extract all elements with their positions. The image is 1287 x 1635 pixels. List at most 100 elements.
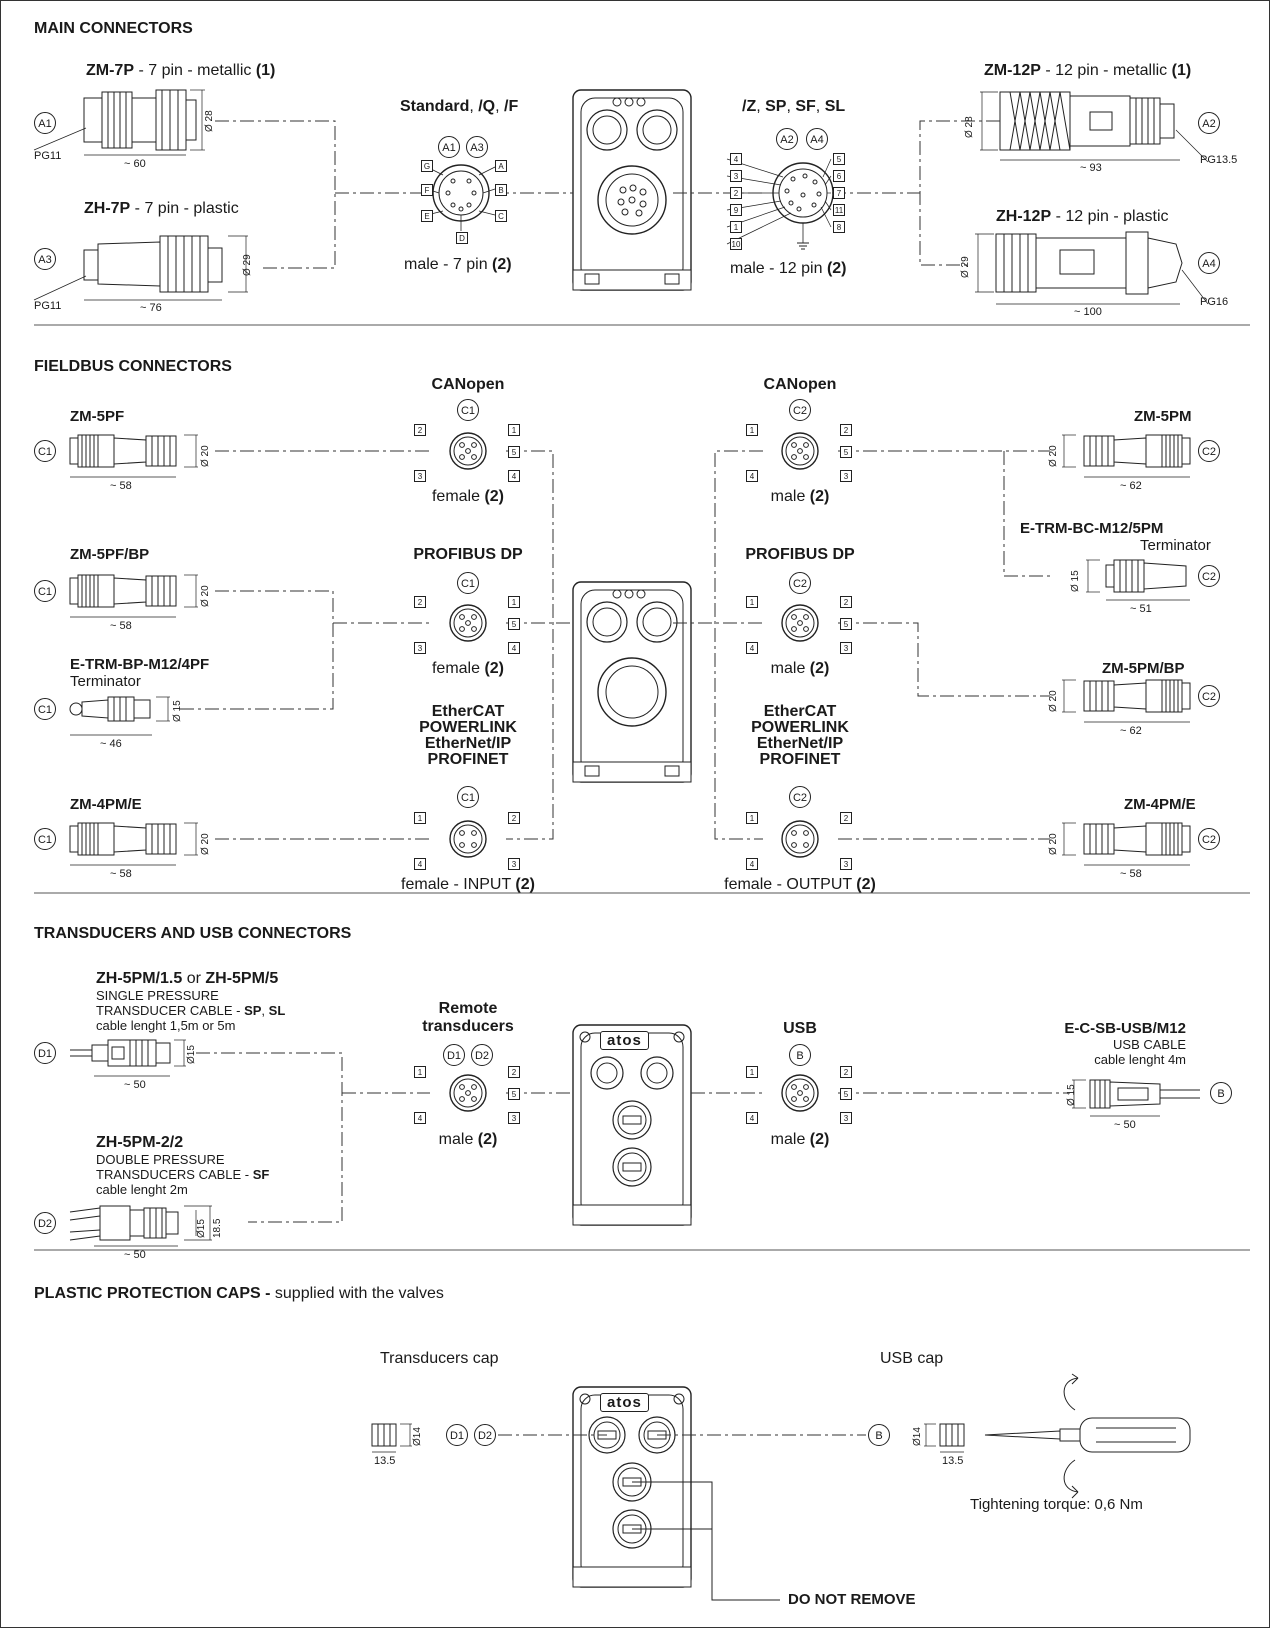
- caps-valve-box: [572, 1386, 692, 1588]
- pin-5: 5: [840, 618, 852, 630]
- ethernet-right-title: PROFINET: [759, 751, 841, 768]
- canopen-male-face: [781, 432, 819, 470]
- zm5pfbp-length: ~ 58: [110, 620, 132, 632]
- std-pin-c: C: [495, 210, 507, 222]
- ethercat-female-face: [449, 820, 487, 858]
- pin-1: 1: [746, 424, 758, 436]
- remote-tag-d1: D1: [443, 1044, 465, 1066]
- tag-c1: C1: [34, 698, 56, 720]
- zh12p-pg: PG16: [1200, 296, 1229, 308]
- main-12pin-face: [726, 158, 834, 250]
- zh5pm22-drawing: [69, 1205, 212, 1247]
- pin-3: 3: [840, 1112, 852, 1124]
- etrmbc-sub: Terminator: [1140, 537, 1211, 554]
- zh5pm-line2: TRANSDUCER CABLE - SP, SL: [96, 1003, 286, 1018]
- pin-2: 2: [840, 1066, 852, 1078]
- zh7p-title: ZH-7P - 7 pin - plastic: [84, 200, 239, 217]
- atos-logo: atos: [600, 1031, 649, 1050]
- pin-4: 4: [746, 470, 758, 482]
- tag-a4: A4: [1198, 252, 1220, 274]
- etrmbp-length: ~ 46: [100, 738, 122, 750]
- usb-cap-dia: Ø14: [912, 1427, 923, 1446]
- zh5pm-or: or: [182, 970, 206, 987]
- etrmbc-title: E-TRM-BC-M12/5PM: [1020, 520, 1164, 537]
- main-wires: [215, 120, 1000, 269]
- tag-c2: C2: [1198, 685, 1220, 707]
- usb-face: [781, 1074, 819, 1112]
- zh5pm22-code: ZH-5PM-2/2: [96, 1134, 184, 1151]
- z12-pin: 8: [833, 221, 845, 233]
- canopen-female-face: [449, 432, 487, 470]
- zm12p-dia: Ø 28: [964, 116, 975, 138]
- tag-b: B: [1210, 1082, 1232, 1104]
- zh5pm22-block: ZH-5PM-2/2 DOUBLE PRESSURE TRANSDUCERS C…: [96, 1134, 269, 1197]
- zh12p-drawing: [975, 231, 1209, 305]
- dnr-leader: [632, 1481, 780, 1601]
- ethernet-right-title: EtherCAT: [763, 703, 837, 720]
- std-tag-a1: A1: [438, 136, 460, 158]
- zh5pm-length: ~ 50: [124, 1079, 146, 1091]
- usbcable-dia: Ø 15: [1066, 1084, 1077, 1106]
- z12-pin: 7: [833, 187, 845, 199]
- canopen-right-caption: male (2): [770, 488, 830, 505]
- section-title-caps: PLASTIC PROTECTION CAPS - supplied with …: [34, 1285, 444, 1302]
- profibus-right-title: PROFIBUS DP: [745, 546, 855, 563]
- zm7p-dia: Ø 28: [204, 110, 215, 132]
- zm12p-drawing: [980, 91, 1209, 163]
- tag-c1: C1: [34, 440, 56, 462]
- pin-4: 4: [746, 858, 758, 870]
- z12-tag-a4: A4: [806, 128, 828, 150]
- zm4pme-right-title: ZM-4PM/E: [1124, 796, 1196, 813]
- pin-4: 4: [746, 642, 758, 654]
- tag-c2: C2: [1198, 828, 1220, 850]
- usb-caption: male (2): [770, 1131, 830, 1148]
- remote-tag-d2: D2: [471, 1044, 493, 1066]
- pin-4: 4: [508, 470, 520, 482]
- section-title-transducers: TRANSDUCERS AND USB CONNECTORS: [34, 925, 352, 942]
- zm5pmbp-dia: Ø 20: [1048, 690, 1059, 712]
- usbcable-code: E-C-SB-USB/M12: [1064, 1020, 1186, 1037]
- zh5pm22-length: ~ 50: [124, 1249, 146, 1261]
- tag-a3: A3: [34, 248, 56, 270]
- tag-c1: C1: [34, 580, 56, 602]
- zm4pme-left-dia: Ø 20: [200, 833, 211, 855]
- std-pin-f: F: [421, 184, 433, 196]
- pin-4: 4: [414, 1112, 426, 1124]
- pin-2: 2: [840, 424, 852, 436]
- zm5pmbp-title: ZM-5PM/BP: [1102, 660, 1185, 677]
- zm4pme-right-drawing: [1083, 822, 1191, 856]
- pin-5: 5: [508, 1088, 520, 1100]
- std-pin-g: G: [421, 160, 433, 172]
- torque-label: Tightening torque: 0,6 Nm: [970, 1496, 1143, 1513]
- zm5pm-drawing: [1083, 434, 1191, 468]
- zm5pf-drawing: [69, 434, 177, 468]
- zh5pm22-line3: cable lenght 2m: [96, 1182, 188, 1197]
- usb-cap-drawing: [924, 1423, 965, 1453]
- pin-4: 4: [746, 1112, 758, 1124]
- zh5pm-code-b: ZH-5PM/5: [205, 970, 279, 987]
- trans-cap-label: Transducers cap: [380, 1350, 499, 1367]
- trans-wires: [196, 1052, 1070, 1223]
- tag-d2: D2: [34, 1212, 56, 1234]
- ethernet-right-tag: C2: [789, 786, 811, 808]
- ethernet-right-caption: female - OUTPUT (2): [724, 876, 876, 893]
- std-pin-b: B: [495, 184, 507, 196]
- zh7p-length: ~ 76: [140, 302, 162, 314]
- zh5pm-code-a: ZH-5PM/1.5: [96, 970, 183, 987]
- pin-1: 1: [746, 596, 758, 608]
- pin-1: 1: [746, 812, 758, 824]
- std-tag-a3: A3: [466, 136, 488, 158]
- zm5pmbp-drawing: [1083, 679, 1191, 713]
- tag-a2: A2: [1198, 112, 1220, 134]
- zm5pf-dia: Ø 20: [200, 445, 211, 467]
- profibus-right-caption: male (2): [770, 660, 830, 677]
- profibus-right-tag: C2: [789, 572, 811, 594]
- pin-2: 2: [840, 596, 852, 608]
- zh5pm22-dia2: 18.5: [212, 1218, 223, 1238]
- main-7pin-face: [426, 164, 496, 231]
- remote-caption: male (2): [438, 1131, 498, 1148]
- zm5pm-title: ZM-5PM: [1134, 408, 1192, 425]
- canopen-left-tag: C1: [457, 399, 479, 421]
- tag-c2: C2: [1198, 565, 1220, 587]
